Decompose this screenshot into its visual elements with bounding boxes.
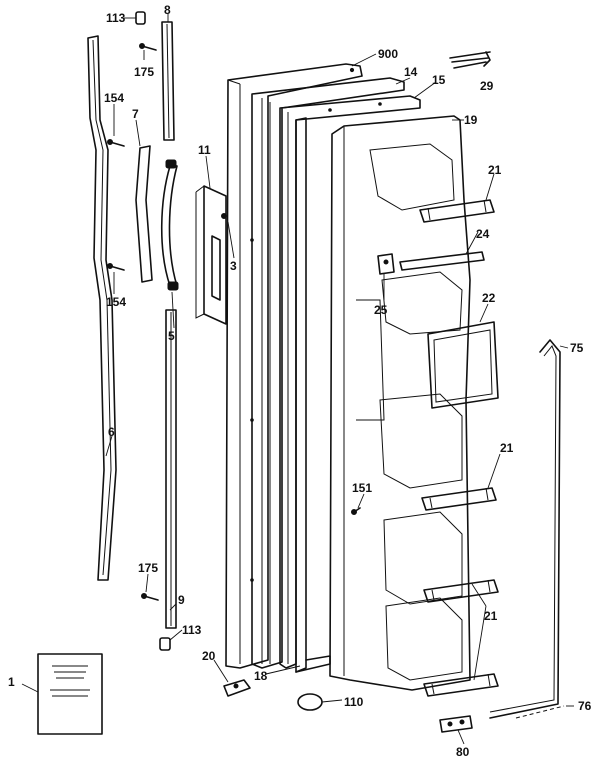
- screw-175-bottom: [141, 593, 159, 601]
- part-20: [223, 679, 251, 697]
- callout-7: 7: [132, 107, 139, 121]
- callout-151: 151: [352, 481, 372, 495]
- callout-1: 1: [8, 675, 15, 689]
- end-cap-113-top: [135, 11, 146, 25]
- callout-75: 75: [570, 341, 584, 355]
- callout-11: 11: [198, 143, 211, 157]
- callout-175-top: 175: [134, 65, 154, 79]
- rod-75-76: [489, 339, 561, 719]
- screw-175-top: [139, 43, 157, 51]
- cover-panel-22: [427, 321, 499, 409]
- callout-154-bottom: 154: [106, 295, 126, 309]
- callout-9: 9: [178, 593, 185, 607]
- door-gasket-frame-14: [251, 77, 405, 669]
- breaker-strip-18: [295, 117, 331, 673]
- handle-trim-7: [135, 145, 153, 283]
- callout-154-top: 154: [104, 91, 124, 105]
- spring-29: [449, 51, 491, 69]
- callout-3: 3: [230, 259, 237, 273]
- callout-18: 18: [254, 669, 268, 683]
- hinge-bracket-11: [195, 185, 227, 325]
- callout-labels: 113 8 175 154 7 154 5 6 11 3 900 14 15 2…: [8, 3, 592, 759]
- screw-154-bottom: [107, 263, 125, 271]
- callout-76: 76: [578, 699, 592, 713]
- callout-175-bottom: 175: [138, 561, 158, 575]
- callout-110: 110: [344, 695, 364, 709]
- callout-900: 900: [378, 47, 398, 61]
- shelf-rail-21-middle: [421, 487, 497, 511]
- instruction-booklet-1: [37, 653, 103, 735]
- end-cap-113-bottom: [159, 637, 171, 651]
- shelf-rail-21-top: [419, 199, 495, 223]
- callout-21-middle: 21: [500, 441, 514, 455]
- callout-25: 25: [374, 303, 388, 317]
- shelf-rail-24: [399, 251, 485, 271]
- callout-21-top: 21: [488, 163, 502, 177]
- screw-151: [351, 507, 361, 515]
- callout-113-top: 113: [106, 11, 126, 25]
- screw-154-top: [107, 139, 125, 147]
- handle-bar-8-upper: [161, 21, 175, 141]
- shelf-rail-21-lower: [423, 579, 499, 603]
- clip-25: [377, 253, 395, 275]
- leader-lines: [21, 14, 574, 745]
- callout-8: 8: [164, 3, 171, 17]
- inner-frame-15: [279, 95, 421, 669]
- callout-14: 14: [404, 65, 418, 79]
- callout-29: 29: [480, 79, 494, 93]
- callout-21-lower: 21: [484, 609, 498, 623]
- callout-15: 15: [432, 73, 446, 87]
- callout-22: 22: [482, 291, 496, 305]
- outer-door-panel-900: [225, 63, 363, 669]
- callout-113-bottom: 113: [182, 623, 202, 637]
- bracket-80: [439, 715, 473, 733]
- door-handle-5: [160, 159, 179, 291]
- handle-bar-9-lower: [165, 309, 177, 629]
- callout-6: 6: [108, 425, 115, 439]
- callout-19: 19: [464, 113, 478, 127]
- callout-20: 20: [202, 649, 216, 663]
- shelf-rail-21-bottom: [423, 673, 499, 697]
- cap-110: [297, 693, 323, 711]
- door-liner-19: [329, 115, 471, 691]
- callout-5: 5: [168, 329, 175, 343]
- door-trim-strip: [87, 35, 117, 581]
- callout-80: 80: [456, 745, 470, 759]
- callout-24: 24: [476, 227, 490, 241]
